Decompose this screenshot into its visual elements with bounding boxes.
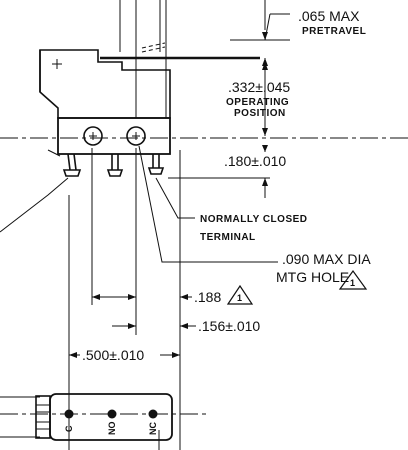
offset-dimension: .156±.010 <box>112 318 260 334</box>
switch-housing <box>0 117 408 155</box>
mounting-hole-left <box>83 126 103 146</box>
offset-value: .156±.010 <box>198 318 260 334</box>
operating-label-1: OPERATING <box>226 97 289 108</box>
nc-label-1: NORMALLY CLOSED <box>200 214 308 225</box>
terminal-nc-pin <box>148 409 158 419</box>
terminal-no-pin <box>107 409 117 419</box>
terminal-c-pin <box>64 409 74 419</box>
mtg-hole-callout: .090 MAX DIA MTG HOLE 1 <box>138 145 371 290</box>
operating-position-dimension: .332±.045 OPERATING POSITION <box>226 62 290 136</box>
terminal-c-label: C <box>64 425 74 432</box>
mounting-hole-right <box>126 126 146 146</box>
actuator-lever <box>100 42 260 60</box>
switch-bottom-view: C NO NC <box>0 393 210 441</box>
switch-body <box>39 49 171 119</box>
hole-spacing-dimension: .188 1 <box>92 284 254 305</box>
nc-terminal-callout: NORMALLY CLOSED TERMINAL <box>155 177 308 243</box>
note-flag-icon <box>226 284 254 305</box>
operating-label-2: POSITION <box>234 108 286 119</box>
hole-label-1: .090 MAX DIA <box>282 251 371 267</box>
note-flag-icon <box>338 269 368 290</box>
width-value: .500±.010 <box>82 347 144 363</box>
pretravel-value: .065 MAX <box>298 8 360 24</box>
terminal-nc-label: NC <box>148 422 158 435</box>
height-value: .180±.010 <box>224 153 286 169</box>
terminals-side <box>47 149 165 177</box>
nc-label-2: TERMINAL <box>200 232 256 243</box>
pretravel-dimension: .065 MAX PRETRAVEL <box>230 0 366 68</box>
hole-flag-number: 1 <box>350 278 355 288</box>
hole-spacing-value: .188 <box>194 289 221 305</box>
spacing-flag-number: 1 <box>237 293 242 303</box>
pretravel-label: PRETRAVEL <box>302 26 366 37</box>
hole-label-2: MTG HOLE <box>276 269 349 285</box>
height-dimension: .180±.010 <box>168 145 286 198</box>
width-dimension: .500±.010 <box>69 347 180 363</box>
terminal-no-label: NO <box>107 422 117 436</box>
vertical-guide-lines <box>68 0 181 450</box>
operating-value: .332±.045 <box>228 79 290 95</box>
